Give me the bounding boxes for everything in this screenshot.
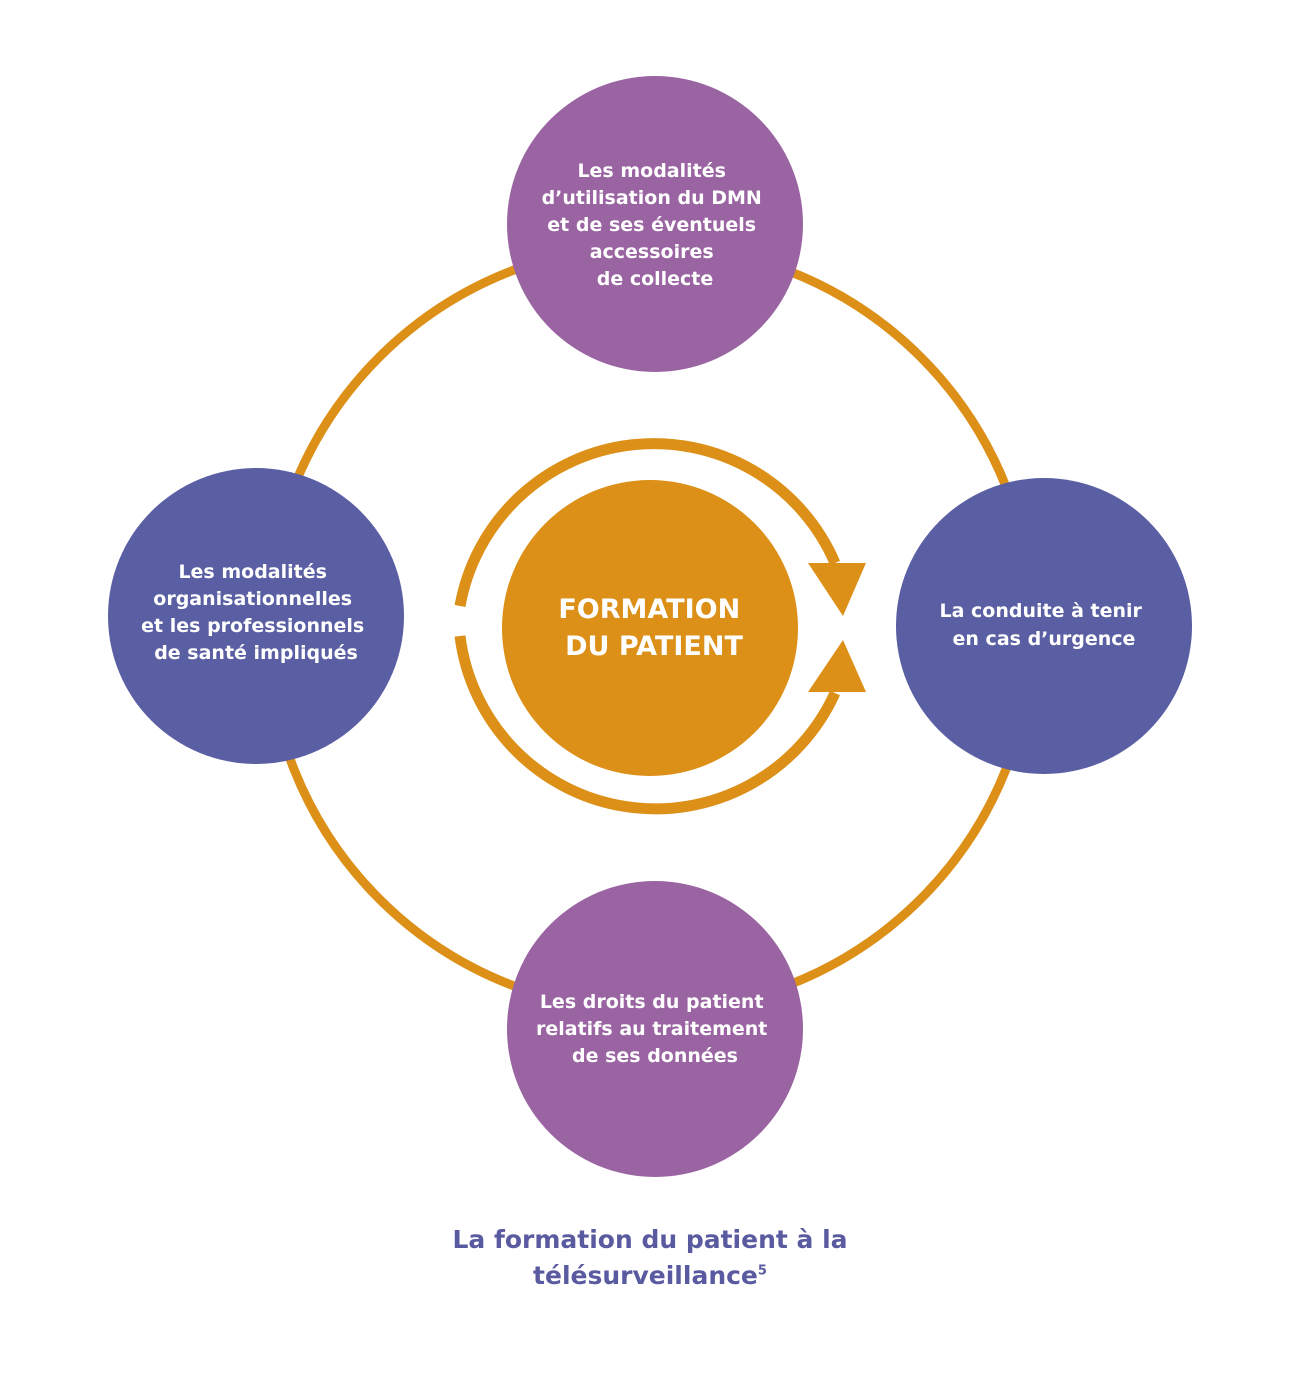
cycle-arrowhead-upper bbox=[808, 563, 866, 616]
node-right-circle bbox=[896, 478, 1192, 774]
node-top-label: Les modalités d’utilisation du DMN et de… bbox=[542, 160, 769, 290]
node-right-line: La conduite à tenir bbox=[939, 600, 1142, 622]
cycle-arc-upper bbox=[454, 438, 841, 607]
node-top-circle bbox=[507, 76, 803, 372]
node-bottom-line: de ses données bbox=[572, 1045, 738, 1067]
center-label-line: FORMATION bbox=[558, 594, 740, 625]
center-circle bbox=[502, 480, 798, 776]
node-top-line: de collecte bbox=[597, 268, 714, 290]
cycle-arc-lower bbox=[454, 635, 841, 815]
node-top-line: accessoires bbox=[590, 241, 714, 263]
node-top-line: d’utilisation du DMN bbox=[542, 187, 762, 209]
caption-line-1: La formation du patient à la bbox=[452, 1225, 848, 1254]
caption-line-2-text: télésurveillance bbox=[533, 1261, 758, 1290]
node-right-line: en cas d’urgence bbox=[953, 628, 1136, 650]
center-label-line: DU PATIENT bbox=[565, 631, 743, 662]
node-left-line: et les professionnels bbox=[141, 615, 364, 637]
node-left-line: Les modalités bbox=[178, 561, 327, 583]
node-left-label: Les modalités organisationnelles et les … bbox=[141, 561, 371, 664]
node-top-line: et de ses éventuels bbox=[547, 214, 756, 236]
node-bottom-line: relatifs au traitement bbox=[536, 1018, 767, 1040]
center-label: FORMATION DU PATIENT bbox=[558, 594, 749, 662]
node-bottom-line: Les droits du patient bbox=[540, 991, 764, 1013]
node-bottom-circle bbox=[507, 881, 803, 1177]
node-left-line: de santé impliqués bbox=[154, 642, 358, 664]
cycle-arrowhead-lower bbox=[808, 640, 866, 692]
node-right-label: La conduite à tenir en cas d’urgence bbox=[939, 600, 1148, 650]
node-left-circle bbox=[108, 468, 404, 764]
figure-caption: La formation du patient à la télésurveil… bbox=[300, 1222, 1000, 1294]
node-left-line: organisationnelles bbox=[153, 588, 352, 610]
node-bottom-label: Les droits du patient relatifs au traite… bbox=[536, 991, 774, 1067]
node-top-line: Les modalités bbox=[577, 160, 726, 182]
caption-footnote: 5 bbox=[757, 1263, 767, 1279]
caption-line-2: télésurveillance5 bbox=[300, 1258, 1000, 1294]
